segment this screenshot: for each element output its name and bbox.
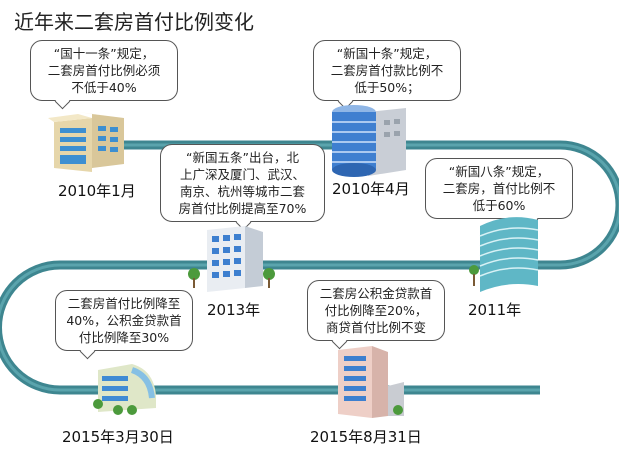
bubble-line: “新国八条”规定， (448, 164, 550, 179)
bubble-line: 商贷首付比例不变 (325, 320, 426, 335)
date-label-2015-03-30: 2015年3月30日 (62, 428, 174, 446)
bubble-line: 南京、杭州等城市二套 (179, 184, 305, 199)
bubble-line: 二套房首付比例必须 (47, 63, 161, 78)
curved-office-building-icon (93, 364, 156, 415)
date-label-2013: 2013年 (207, 301, 261, 319)
event-bubble-2013: “新国五条”出台，北 上广深及厦门、武汉、 南京、杭州等城市二套 房首付比例提高… (160, 144, 325, 222)
event-bubble-2010-04: “新国十条”规定， 二套房首付款比例不 低于50%； (313, 40, 461, 101)
event-bubble-2010-01: “国十一条”规定， 二套房首付比例必须 不低于40% (30, 40, 178, 101)
event-bubble-2011: “新国八条”规定， 二套房，首付比例不 低于60% (425, 158, 573, 219)
bubble-line: 二套房首付款比例不 (330, 63, 444, 78)
date-label-2015-08-31: 2015年8月31日 (310, 428, 422, 446)
curved-glass-tower-icon (469, 217, 539, 292)
bubble-line: 40%，公积金贷款首 (66, 313, 182, 328)
pink-office-tower-icon (338, 346, 404, 418)
date-label-2010-04: 2010年4月 (332, 180, 410, 198)
date-label-2011: 2011年 (468, 301, 522, 319)
bubble-line: 付比例降至30% (78, 330, 170, 345)
bubble-line: 二套房公积金贷款首 (319, 286, 433, 301)
event-bubble-2015-08-31: 二套房公积金贷款首 付比例降至20%， 商贷首付比例不变 (307, 280, 445, 341)
bubble-line: 二套房，首付比例不 (442, 181, 556, 196)
cylinder-tower-icon (332, 105, 406, 177)
date-label-2010-01: 2010年1月 (58, 182, 136, 200)
page-title: 近年来二套房首付比例变化 (14, 10, 254, 34)
bubble-line: “新国五条”出台，北 (186, 150, 299, 165)
bubble-line: 不低于40% (71, 80, 137, 95)
bubble-line: 低于60% (472, 198, 526, 213)
bubble-line: 房首付比例提高至70% (178, 201, 307, 216)
bubble-line: “国十一条”规定， (53, 46, 155, 61)
bubble-line: 付比例降至20%， (324, 303, 428, 318)
event-bubble-2015-03-30: 二套房首付比例降至 40%，公积金贷款首 付比例降至30% (55, 290, 193, 351)
bubble-line: 上广深及厦门、武汉、 (179, 167, 305, 182)
apartment-building-icon (188, 226, 275, 292)
office-building-icon (48, 112, 124, 172)
bubble-line: “新国十条”规定， (336, 46, 438, 61)
bubble-line: 低于50%； (354, 80, 420, 95)
bubble-line: 二套房首付比例降至 (67, 296, 181, 311)
